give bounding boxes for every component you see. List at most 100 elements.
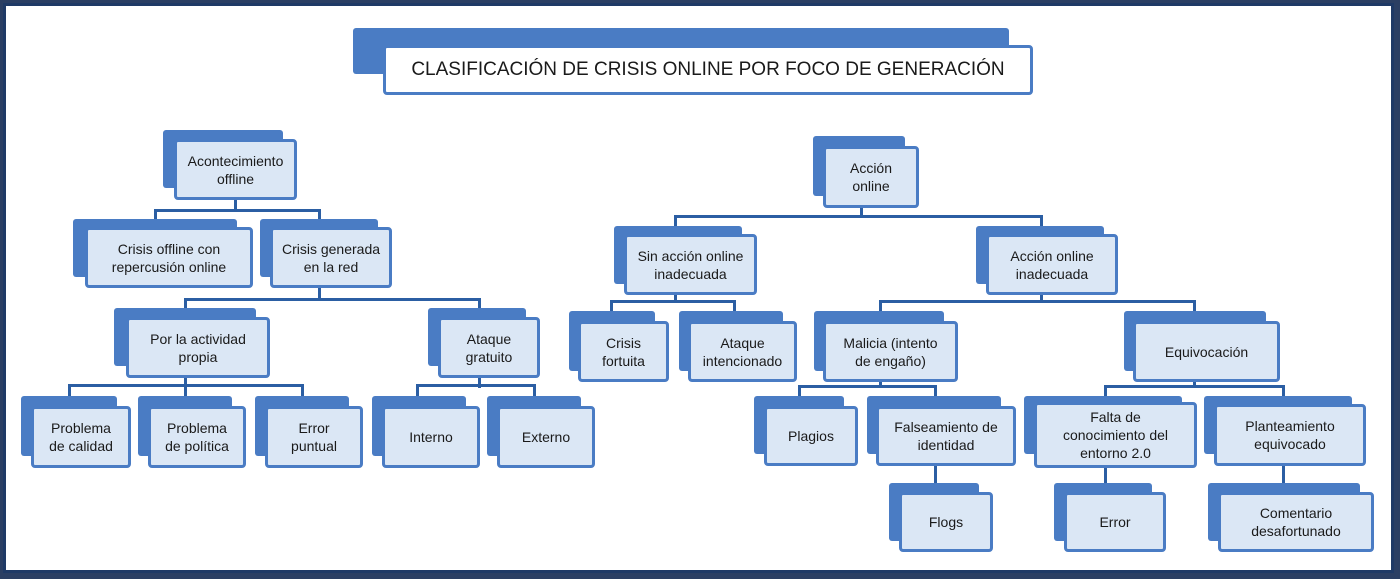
connector bbox=[879, 300, 882, 312]
connector bbox=[154, 209, 320, 212]
node-label-line: Problema bbox=[167, 420, 227, 436]
connector bbox=[184, 376, 187, 388]
node-label-line: Acción bbox=[849, 160, 893, 176]
connector bbox=[674, 215, 677, 227]
node-falta-conocimiento: Falta de conocimiento del entorno 2.0 bbox=[1024, 396, 1197, 468]
node-label-line: de engaño) bbox=[855, 352, 926, 369]
node-label-line: Externo bbox=[521, 429, 571, 445]
node-problema-calidad: Problema de calidad bbox=[21, 396, 131, 468]
node-label-line: fortuita bbox=[602, 352, 645, 369]
node-label-line: Crisis generada bbox=[281, 240, 381, 257]
connector bbox=[478, 298, 481, 310]
connector bbox=[1282, 464, 1285, 486]
node-label-line: propia bbox=[178, 348, 218, 365]
connector bbox=[318, 288, 321, 300]
connector bbox=[1104, 385, 1285, 388]
node-plagios: Plagios bbox=[754, 396, 858, 466]
connector bbox=[301, 384, 304, 398]
connector bbox=[184, 298, 187, 310]
node-label-line: puntual bbox=[291, 438, 337, 454]
node-label-line: gratuito bbox=[465, 348, 513, 365]
node-label-line: Por la actividad bbox=[150, 330, 246, 347]
connector bbox=[1040, 215, 1043, 227]
connector bbox=[798, 385, 801, 397]
connector bbox=[610, 300, 613, 312]
connector bbox=[934, 385, 937, 397]
node-problema-politica: Problema de política bbox=[138, 396, 246, 468]
connector bbox=[1104, 385, 1107, 397]
node-label-line: Crisis offline con bbox=[117, 240, 221, 257]
node-label-line: offline bbox=[216, 170, 255, 187]
node-label-line: Sin acción online bbox=[637, 247, 744, 264]
connector bbox=[674, 290, 677, 302]
connector bbox=[68, 384, 71, 398]
connector bbox=[184, 298, 480, 301]
node-label-line: Problema bbox=[51, 420, 111, 436]
node-label-line: Ataque bbox=[720, 334, 765, 351]
title-box: CLASIFICACIÓN DE CRISIS ONLINE POR FOCO … bbox=[353, 28, 1033, 96]
node-label-line: de calidad bbox=[49, 438, 113, 454]
connector bbox=[1040, 290, 1043, 302]
node-label-line: online bbox=[852, 178, 890, 194]
connector bbox=[934, 464, 937, 486]
connector bbox=[234, 199, 237, 211]
connector bbox=[879, 300, 1196, 303]
node-label-line: Ataque bbox=[466, 330, 512, 347]
node-falseamiento: Falseamiento de identidad bbox=[867, 396, 1016, 466]
node-error-puntual: Error puntual bbox=[255, 396, 363, 468]
node-label-line: de política bbox=[165, 438, 229, 454]
node-label-line: inadecuada bbox=[654, 265, 727, 282]
node-interno: Interno bbox=[372, 396, 480, 468]
diagram-frame: CLASIFICACIÓN DE CRISIS ONLINE POR FOCO … bbox=[3, 3, 1394, 573]
connector bbox=[318, 209, 321, 221]
connector bbox=[533, 384, 536, 398]
connector bbox=[416, 384, 419, 398]
node-equivocacion: Equivocación bbox=[1124, 311, 1280, 382]
node-error: Error bbox=[1054, 483, 1166, 552]
connector bbox=[610, 300, 736, 303]
node-label-line: inadecuada bbox=[1015, 265, 1089, 282]
diagram-title: CLASIFICACIÓN DE CRISIS ONLINE POR FOCO … bbox=[383, 45, 1033, 95]
connector bbox=[154, 209, 157, 221]
node-label-line: intencionado bbox=[702, 352, 783, 369]
connector bbox=[1282, 385, 1285, 397]
node-label-line: entorno 2.0 bbox=[1080, 445, 1151, 461]
connector bbox=[860, 206, 863, 218]
node-label-line: desafortunado bbox=[1251, 523, 1341, 539]
node-label-line: Acontecimiento bbox=[187, 152, 284, 169]
node-label-line: Crisis bbox=[606, 334, 641, 351]
node-externo: Externo bbox=[487, 396, 595, 468]
connector bbox=[1193, 300, 1196, 312]
node-label-line: Error bbox=[1099, 514, 1131, 530]
node-label-line: Flogs bbox=[928, 514, 964, 530]
node-label-line: Plagios bbox=[788, 428, 834, 444]
node-label-line: Falseamiento de bbox=[894, 419, 998, 435]
node-label-line: Interno bbox=[409, 429, 453, 445]
node-label-line: Comentario bbox=[1259, 505, 1333, 521]
connector bbox=[184, 384, 187, 398]
node-label-line: Error bbox=[298, 420, 330, 436]
node-label-line: conocimiento del bbox=[1062, 427, 1169, 443]
node-label-line: Falta de bbox=[1090, 409, 1141, 425]
connector bbox=[416, 384, 536, 387]
node-label-line: repercusión online bbox=[111, 258, 227, 275]
node-flogs: Flogs bbox=[889, 483, 993, 552]
node-label-line: Malicia (intento bbox=[843, 334, 938, 351]
connector bbox=[674, 215, 1043, 218]
node-label-line: identidad bbox=[917, 437, 975, 453]
node-comentario: Comentario desafortunado bbox=[1208, 483, 1374, 552]
connector bbox=[1104, 464, 1107, 486]
node-label-line: Acción online bbox=[1010, 247, 1094, 264]
connector bbox=[798, 385, 937, 388]
